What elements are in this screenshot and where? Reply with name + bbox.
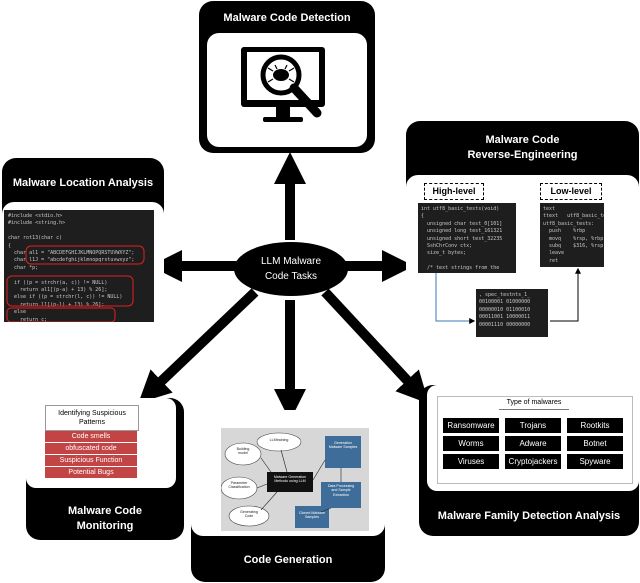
code-line: unsigned char test_0[101] [421, 220, 503, 227]
code-line: char l1J = "abcdefghijklmnopqrstuvwxyz"; [8, 257, 135, 264]
location-code-block: #include <stdio.h>#include <string.h> ch… [4, 210, 154, 322]
code-line: else [8, 309, 27, 316]
code-line: text [543, 206, 556, 212]
family-heading-rule [499, 409, 569, 410]
malware-type-cell: Cryptojackers [505, 454, 561, 469]
center-line-1: LLM Malware [260, 256, 322, 267]
center-node: LLM Malware Code Tasks [234, 242, 348, 296]
code-line: size_t bytes; [421, 250, 467, 257]
header-line-2: Patterns [78, 419, 106, 426]
generation-node-label: Generation Malware Samples [328, 441, 358, 450]
high-level-code: int utf8_basic_tests(void){ unsigned cha… [418, 203, 516, 273]
detection-title: Malware Code Detection [223, 12, 351, 24]
generation-node-label: Building model [236, 447, 250, 456]
generation-node-label: Malware Generation Methods using LLM [273, 475, 307, 484]
detection-panel [207, 33, 367, 147]
location-panel: #include <stdio.h>#include <string.h> ch… [2, 202, 164, 324]
code-line: movq %rsp, %rbp [543, 235, 604, 242]
code-line: char *p; [8, 264, 39, 271]
monitor-item: obfuscated code [45, 443, 137, 455]
code-line: utf8_basic_tests: [543, 220, 595, 227]
code-line: return al1[(p-a) + 13) % 26]; [8, 287, 108, 294]
code-line: { [8, 242, 12, 249]
header-line-1: Identifying Suspicious [58, 410, 126, 417]
reverse-title-1: Malware Code [485, 134, 560, 146]
monitor-item: Potential Bugs [45, 467, 137, 479]
code-line: return c; [8, 316, 48, 322]
center-line-2: Code Tasks [264, 271, 318, 282]
arrow-down-right [321, 288, 429, 404]
code-line: else if ((p = strchr(l, c)) != NULL) [8, 294, 123, 301]
highlight-marks [6, 245, 145, 322]
code-line: if ((p = strchr(a, c)) != NULL) [8, 279, 108, 286]
code-line: ttext utf8_basic_tests [543, 213, 604, 220]
suspicious-patterns-header: Identifying Suspicious Patterns [45, 405, 139, 431]
code-line: 00001110 00000000 [479, 321, 531, 328]
monitor-magnifier-icon [241, 47, 325, 122]
malware-type-cell: Rootkits [567, 418, 623, 433]
low-level-label: Low-level [540, 183, 602, 200]
code-line: leave [543, 250, 565, 257]
reverse-title-2: Reverse-Engineering [467, 149, 578, 161]
family-card: Type of malwares Ransomware Trojans Rootki… [419, 385, 639, 536]
generation-node-label: LLMtraining [269, 438, 289, 442]
code-line: unsigned short test_32235 [421, 235, 503, 242]
generation-title: Code Generation [243, 554, 333, 566]
location-card: Malware Location Analysis #include <stdi… [2, 158, 164, 324]
malware-type-cell: Worms [443, 436, 499, 451]
monitor-item: Suspicious Function [45, 455, 137, 467]
generation-node-label: Generating Code [240, 510, 258, 519]
malware-type-cell: Adware [505, 436, 561, 451]
family-heading: Type of malwares [506, 399, 562, 406]
code-line: subq $316, %rsp [543, 243, 604, 250]
code-line: SshChrConv ctx; [421, 243, 473, 250]
monitoring-card: Identifying Suspicious Patterns Code sme… [26, 398, 184, 540]
location-title: Malware Location Analysis [12, 177, 154, 189]
high-level-label: High-level [424, 183, 484, 200]
monitoring-title-2: Monitoring [76, 520, 134, 532]
code-line: 00000010 01100010 [479, 306, 531, 313]
code-line: ret [543, 257, 559, 264]
malware-type-cell: Viruses [443, 454, 499, 469]
reverse-panel: High-level Low-level int utf8_basic_test… [406, 175, 639, 344]
arrow-down-left [138, 288, 259, 404]
generation-node-label: Cloned Malware Samples [299, 511, 325, 520]
generation-diagram-svg [221, 432, 361, 528]
reverse-card: Malware Code Reverse-Engineering High-le… [406, 121, 639, 344]
code-line: char rot13(char c) [8, 235, 63, 242]
generation-node-label: Parameter Classification [228, 481, 250, 490]
code-line: #include <string.h> [8, 220, 66, 227]
family-title: Malware Family Detection Analysis [437, 510, 621, 522]
code-line: return l1[(p-l) + 13) % 26]; [8, 301, 105, 308]
code-line: , spec_testnts_1_ [479, 292, 531, 298]
code-line: int utf8_basic_tests(void) [421, 206, 500, 212]
code-line: char al1 = "ABCDEFGHIJKLMNOPQRSTUVWXYZ"; [8, 250, 135, 257]
malware-type-cell: Botnet [567, 436, 623, 451]
code-line: 00100001 01000000 [479, 299, 531, 306]
code-line: push %rbp [543, 228, 586, 235]
monitor-item: Code smells [45, 431, 137, 443]
reverse-flow-arrows [435, 267, 581, 324]
code-line: /* text strings from the [421, 265, 500, 272]
generation-node-label: Data Processing and Sample Extraction [327, 484, 355, 497]
malware-type-cell: Ransomware [443, 418, 499, 433]
code-line: { [421, 213, 425, 220]
code-line: unsigned long test_161321 [421, 228, 503, 235]
location-code: #include <stdio.h>#include <string.h> ch… [4, 210, 154, 322]
malware-type-cell: Trojans [505, 418, 561, 433]
code-line: #include <stdio.h> [8, 213, 63, 219]
high-level-code-block: int utf8_basic_tests(void){ unsigned cha… [418, 203, 516, 273]
detection-card: Malware Code Detection [199, 1, 375, 153]
code-line: 00011001 10000011 [479, 314, 531, 321]
malware-type-cell: Spyware [567, 454, 623, 469]
monitoring-title-1: Malware Code [68, 505, 142, 517]
